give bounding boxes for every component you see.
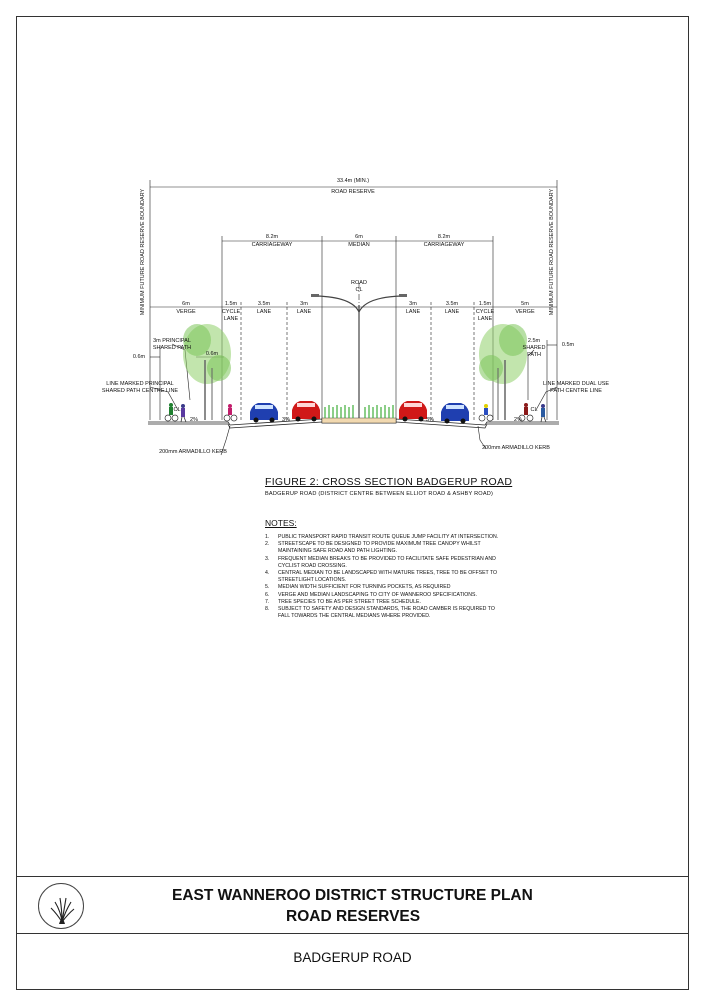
lane-width-left-outer: 3.5m — [258, 301, 271, 307]
list-item: 3.FREQUENT MEDIAN BREAKS TO BE PROVIDED … — [265, 555, 496, 569]
city-logo-icon — [38, 883, 84, 929]
line-marked-right-2: PATH CENTRE LINE — [550, 388, 602, 394]
lane-label-left-outer: LANE — [257, 309, 272, 315]
crossfall-right-road: 3% — [426, 417, 434, 423]
crossfall-right-verge: 2% — [514, 417, 522, 423]
list-item: 6.VERGE AND MEDIAN LANDSCAPING TO CITY O… — [265, 591, 477, 598]
cross-section-diagram: 33.4m (MIN.) ROAD RESERVE 8.2m CARRIAGEW… — [102, 178, 609, 456]
figure-subtitle: BADGERUP ROAD (DISTRICT CENTRE BETWEEN E… — [265, 491, 494, 497]
list-item: 2.STREETSCAPE TO BE DESIGNED TO PROVIDE … — [265, 541, 481, 555]
principal-shared-path-label-1: 3m PRINCIPAL — [153, 338, 191, 344]
boundary-label-left: MINIMUM FUTURE ROAD RESERVE BOUNDARY — [140, 189, 146, 316]
shared-path-width: 2.5m — [528, 338, 541, 344]
cl-left-label: CL — [173, 407, 180, 413]
drawing-frame — [16, 16, 689, 990]
pedestrian-icon — [540, 404, 547, 423]
list-item: 8.SUBJECT TO SAFETY AND DESIGN STANDARDS… — [265, 606, 495, 620]
title-line-1: EAST WANNEROO DISTRICT STRUCTURE PLAN — [172, 887, 533, 904]
lane-label-left-inner: LANE — [297, 309, 312, 315]
offset-left: 0.6m — [133, 354, 146, 360]
offset-tree-left: 0.6m — [206, 351, 219, 357]
median-width-label: 6m — [355, 234, 363, 240]
verge-label-right: VERGE — [515, 309, 535, 315]
lane-label-right-outer: LANE — [445, 309, 460, 315]
carriageway-label-right: CARRIAGEWAY — [424, 242, 465, 248]
cycle-width-left: 1.5m — [225, 301, 238, 307]
crossfall-left-road: 3% — [282, 417, 290, 423]
shared-path-label-1: SHARED — [523, 345, 546, 351]
list-item: 1.PUBLIC TRANSPORT RAPID TRANSIT ROUTE Q… — [265, 534, 499, 540]
title-line-2: ROAD RESERVES — [286, 908, 421, 925]
total-width-label: 33.4m (MIN.) — [337, 178, 369, 184]
carriageway-width-right: 8.2m — [438, 234, 451, 240]
sheet-label: BADGERUP ROAD — [293, 950, 412, 965]
cycle-label-left-2: LANE — [224, 316, 239, 322]
road-label: ROAD — [351, 280, 367, 286]
list-item: 5.MEDIAN WIDTH SUFFICIENT FOR TURNING PO… — [265, 584, 451, 591]
kerb-label-left: 200mm ARMADILLO KERB — [159, 449, 227, 455]
cycle-width-right: 1.5m — [479, 301, 492, 307]
verge-label-left: VERGE — [176, 309, 196, 315]
centre-line-label: CL — [355, 287, 362, 293]
car-icon — [250, 403, 278, 423]
median-label: MEDIAN — [348, 242, 369, 248]
car-icon — [399, 401, 427, 422]
lane-width-left-inner: 3m — [300, 301, 308, 307]
cl-right-label: CL — [530, 407, 537, 413]
cycle-label-left-1: CYCLE — [222, 309, 241, 315]
notes-heading: NOTES: — [265, 518, 297, 528]
cyclist-icon — [478, 404, 494, 422]
cyclist-icon — [164, 403, 179, 422]
road-reserve-label: ROAD RESERVE — [331, 189, 375, 195]
cyclist-icon — [518, 403, 534, 422]
title-block: EAST WANNEROO DISTRICT STRUCTURE PLAN RO… — [16, 876, 689, 934]
boundary-label-right: MINIMUM FUTURE ROAD RESERVE BOUNDARY — [549, 189, 555, 316]
shared-path-label-2: PATH — [527, 352, 541, 358]
carriageway-width-left: 8.2m — [266, 234, 279, 240]
lane-width-right-outer: 3.5m — [446, 301, 459, 307]
offset-right: 0.5m — [562, 342, 575, 348]
notes-list: 1.PUBLIC TRANSPORT RAPID TRANSIT ROUTE Q… — [265, 534, 505, 620]
cycle-label-right-2: LANE — [478, 316, 493, 322]
verge-width-left: 6m — [182, 301, 190, 307]
cycle-label-right-1: CYCLE — [476, 309, 495, 315]
figure-title: FIGURE 2: CROSS SECTION BADGERUP ROAD — [265, 476, 513, 488]
line-marked-right-1: LINE MARKED DUAL USE — [543, 381, 609, 387]
cyclist-icon — [223, 404, 238, 422]
lane-label-right-inner: LANE — [406, 309, 421, 315]
crossfall-left-verge: 2% — [190, 417, 198, 423]
verge-width-right: 5m — [521, 301, 529, 307]
kerb-label-right: 200mm ARMADILLO KERB — [482, 445, 550, 451]
carriageway-label-left: CARRIAGEWAY — [252, 242, 293, 248]
principal-shared-path-label-2: SHARED PATH — [153, 345, 191, 351]
pedestrian-icon — [180, 404, 187, 423]
list-item: 4.CENTRAL MEDIAN TO BE LANDSCAPED WITH M… — [265, 570, 498, 584]
car-icon — [441, 403, 469, 424]
list-item: 7.TREE SPECIES TO BE AS PER STREET TREE … — [265, 598, 421, 605]
lane-width-right-inner: 3m — [409, 301, 417, 307]
car-icon — [292, 401, 320, 422]
line-marked-left-1: LINE MARKED PRINCIPAL — [106, 381, 173, 387]
line-marked-left-2: SHARED PATH CENTRE LINE — [102, 388, 179, 394]
